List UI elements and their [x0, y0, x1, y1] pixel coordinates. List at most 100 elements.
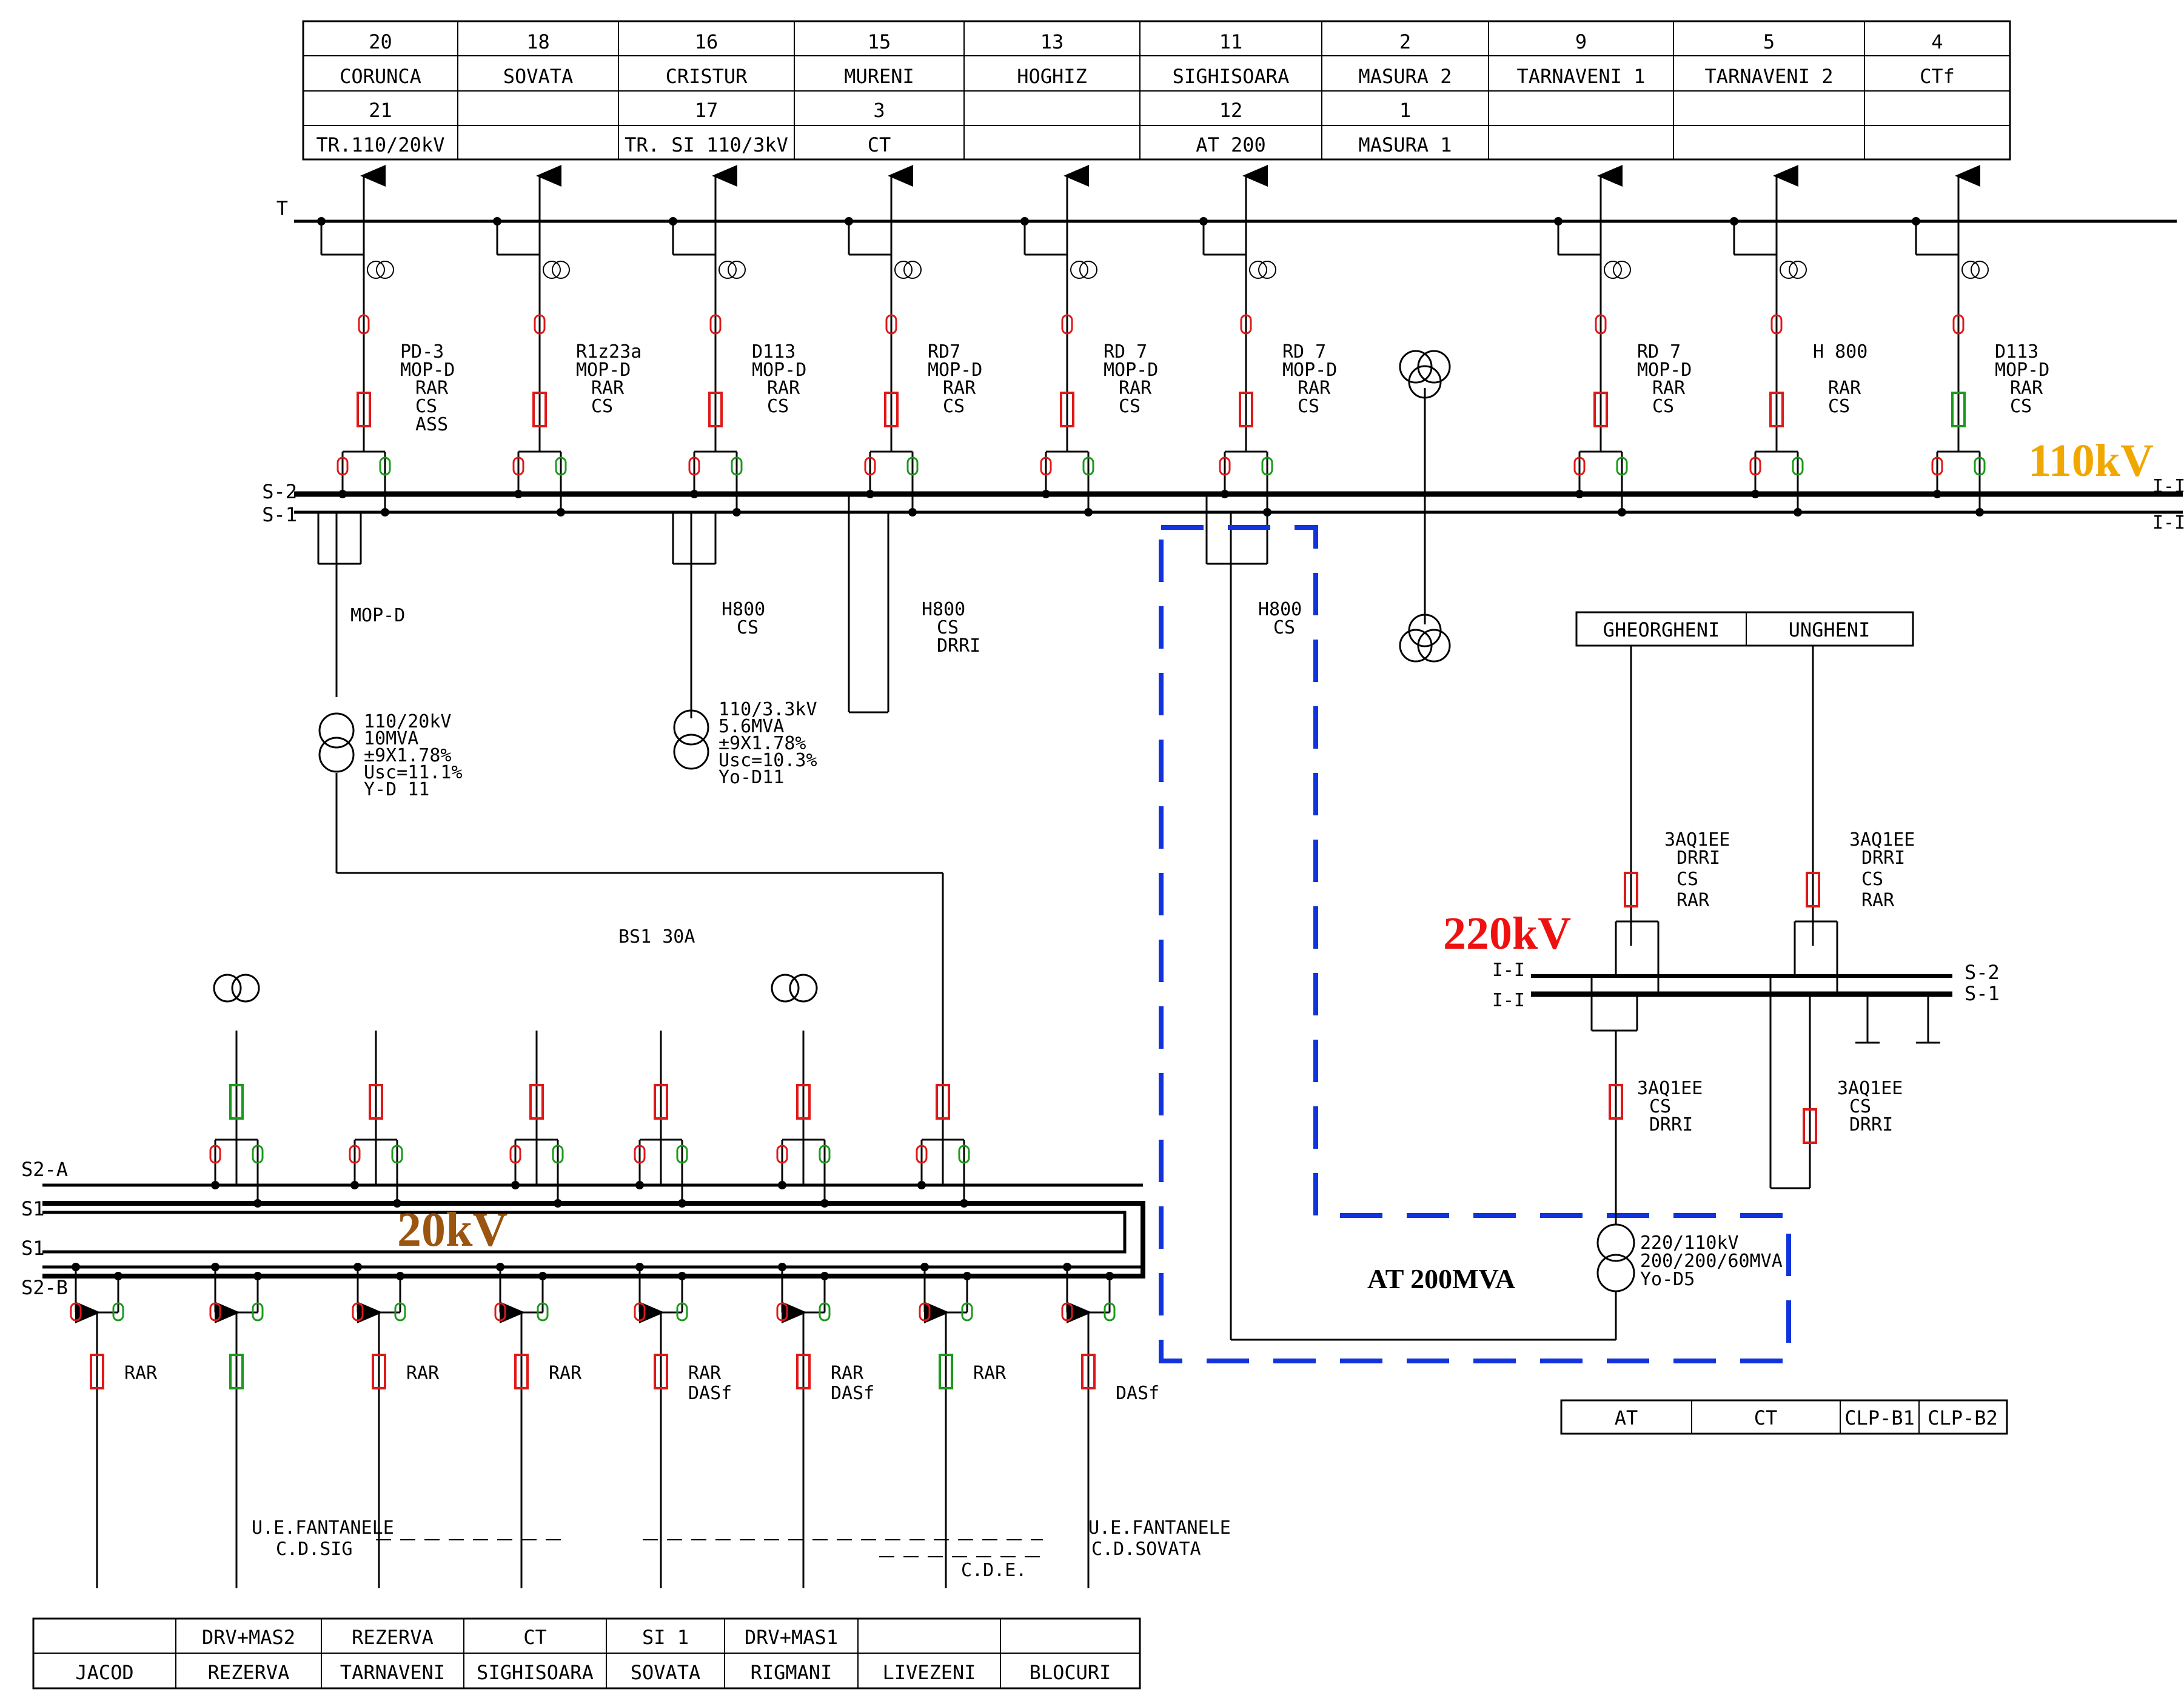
ct-icon [376, 261, 394, 279]
junction-dot [920, 1263, 929, 1271]
junction-dot [496, 1263, 504, 1271]
top-table-cell: 16 [695, 30, 719, 53]
top-table-cell: TARNAVENI 1 [1517, 65, 1646, 88]
feeder-20kv: RAR [70, 1263, 158, 1588]
ct-icon [1971, 261, 1989, 279]
bs-label: BS1 30A [618, 926, 695, 948]
top-table-cell: TARNAVENI 2 [1705, 65, 1834, 88]
top-table-cell: CORUNCA [340, 65, 421, 88]
top-table-cell: 17 [695, 99, 719, 122]
disconnector-icon [961, 1302, 973, 1322]
ct-icon [1249, 261, 1267, 279]
incomer-20kv [776, 1031, 831, 1208]
top-table-cell: CRISTUR [666, 65, 748, 88]
bottom-table-cell: LIVEZENI [882, 1661, 976, 1684]
breaker-icon [796, 1084, 811, 1120]
disconnector-icon [358, 314, 370, 335]
ct-icon [894, 261, 913, 279]
feeder-20kv: DASf [1061, 1263, 1159, 1588]
tr20-l3: ±9X1.78% [364, 745, 452, 766]
bottom-table-cell: JACOD [75, 1661, 133, 1684]
junction-dot [511, 1181, 520, 1189]
at-l2: 200/200/60MVA [1640, 1251, 1783, 1272]
disconnector-icon [391, 1145, 403, 1164]
feeder-cs: CS [415, 396, 437, 417]
breaker-icon [229, 1084, 244, 1120]
top-table-cell: 5 [1763, 30, 1775, 53]
disconnector-icon [688, 456, 700, 476]
at-name: AT 200MVA [1367, 1263, 1515, 1294]
breaker-icon [90, 1354, 104, 1389]
feeder-cs: CS [1298, 396, 1319, 417]
bottom-table-cell: TARNAVENI [340, 1661, 445, 1684]
breaker-icon [1951, 392, 1966, 427]
vt-icon [771, 974, 800, 1003]
disconnector-icon [349, 1145, 361, 1164]
bus-220-s2: S-2 [1965, 961, 2000, 984]
junction-dot [778, 1263, 786, 1271]
feeder-cs: CS [767, 396, 789, 417]
at-cs: CS [1273, 617, 1295, 638]
disconnector-icon [1061, 1302, 1073, 1322]
disconnector-icon [537, 1302, 549, 1322]
disconnector-icon [1082, 456, 1094, 476]
top-table-cell: 4 [1931, 30, 1943, 53]
breaker-icon [654, 1084, 668, 1120]
autotransformer: 220/110kV 200/200/60MVA Yo-D5 [1596, 1191, 1783, 1340]
at-relay: H800 [1258, 599, 1302, 620]
junction-dot [317, 217, 326, 226]
top-table-cell: AT 200 [1196, 133, 1266, 156]
feeder-extra: ASS [415, 414, 448, 435]
ct-icon [903, 261, 922, 279]
feeder-220-relay: 3AQ1EE [1664, 829, 1730, 851]
at220-relay: 3AQ1EE [1637, 1078, 1703, 1099]
ct-icon [1780, 261, 1798, 279]
disconnector-icon [919, 1302, 931, 1322]
vt-icon [213, 974, 242, 1003]
feeder-cs: CS [943, 396, 965, 417]
ct-icon [728, 261, 746, 279]
bus-20-s2a: S2-A [21, 1158, 68, 1181]
junction-dot [514, 490, 523, 498]
junction-dot [960, 1199, 968, 1208]
junction-dot [1105, 1272, 1114, 1280]
incomer-20kv [209, 1031, 264, 1208]
trsi-l5: Yo-D11 [719, 767, 784, 788]
bus-110kv: T S-2 S-1 I-I I-I 110kV [262, 197, 2184, 533]
disconnector-icon [379, 456, 391, 476]
feeder-rar: RAR [591, 378, 625, 399]
bus-220-ii-a: I-I [1492, 960, 1525, 981]
feeder-dasf: DASf [831, 1383, 874, 1404]
vt-icon [789, 974, 818, 1003]
disconnector-icon [1040, 456, 1052, 476]
feeder-prot: MOP-D [1282, 359, 1337, 381]
junction-dot [1199, 217, 1208, 226]
feeder-prot: MOP-D [1995, 359, 2049, 381]
vt-icon [231, 974, 260, 1003]
incomer-20kv [349, 1031, 403, 1208]
disconnector-icon [958, 1145, 970, 1164]
junction-dot [211, 1181, 219, 1189]
top-table-cell: SIGHISOARA [1173, 65, 1290, 88]
ct-icon [1079, 261, 1097, 279]
feeder-rar: RAR [1652, 378, 1686, 399]
ct-icon [719, 261, 737, 279]
tr20-l4: Usc=11.1% [364, 762, 463, 783]
disconnector-icon [555, 456, 567, 476]
feeder-20kv: RAR [919, 1263, 1007, 1588]
ct-icon [552, 261, 570, 279]
feeder-rar: RAR [767, 378, 800, 399]
feeder-prot: MOP-D [752, 359, 806, 381]
breaker-icon [1060, 392, 1074, 427]
disconnector-icon [1974, 456, 1986, 476]
feeder-20kv: RAR [494, 1263, 582, 1588]
top-table-cell: 21 [369, 99, 392, 122]
at220-drri: DRRI [1649, 1114, 1693, 1135]
junction-dot [393, 1199, 401, 1208]
feeder-cs: CS [2010, 396, 2032, 417]
